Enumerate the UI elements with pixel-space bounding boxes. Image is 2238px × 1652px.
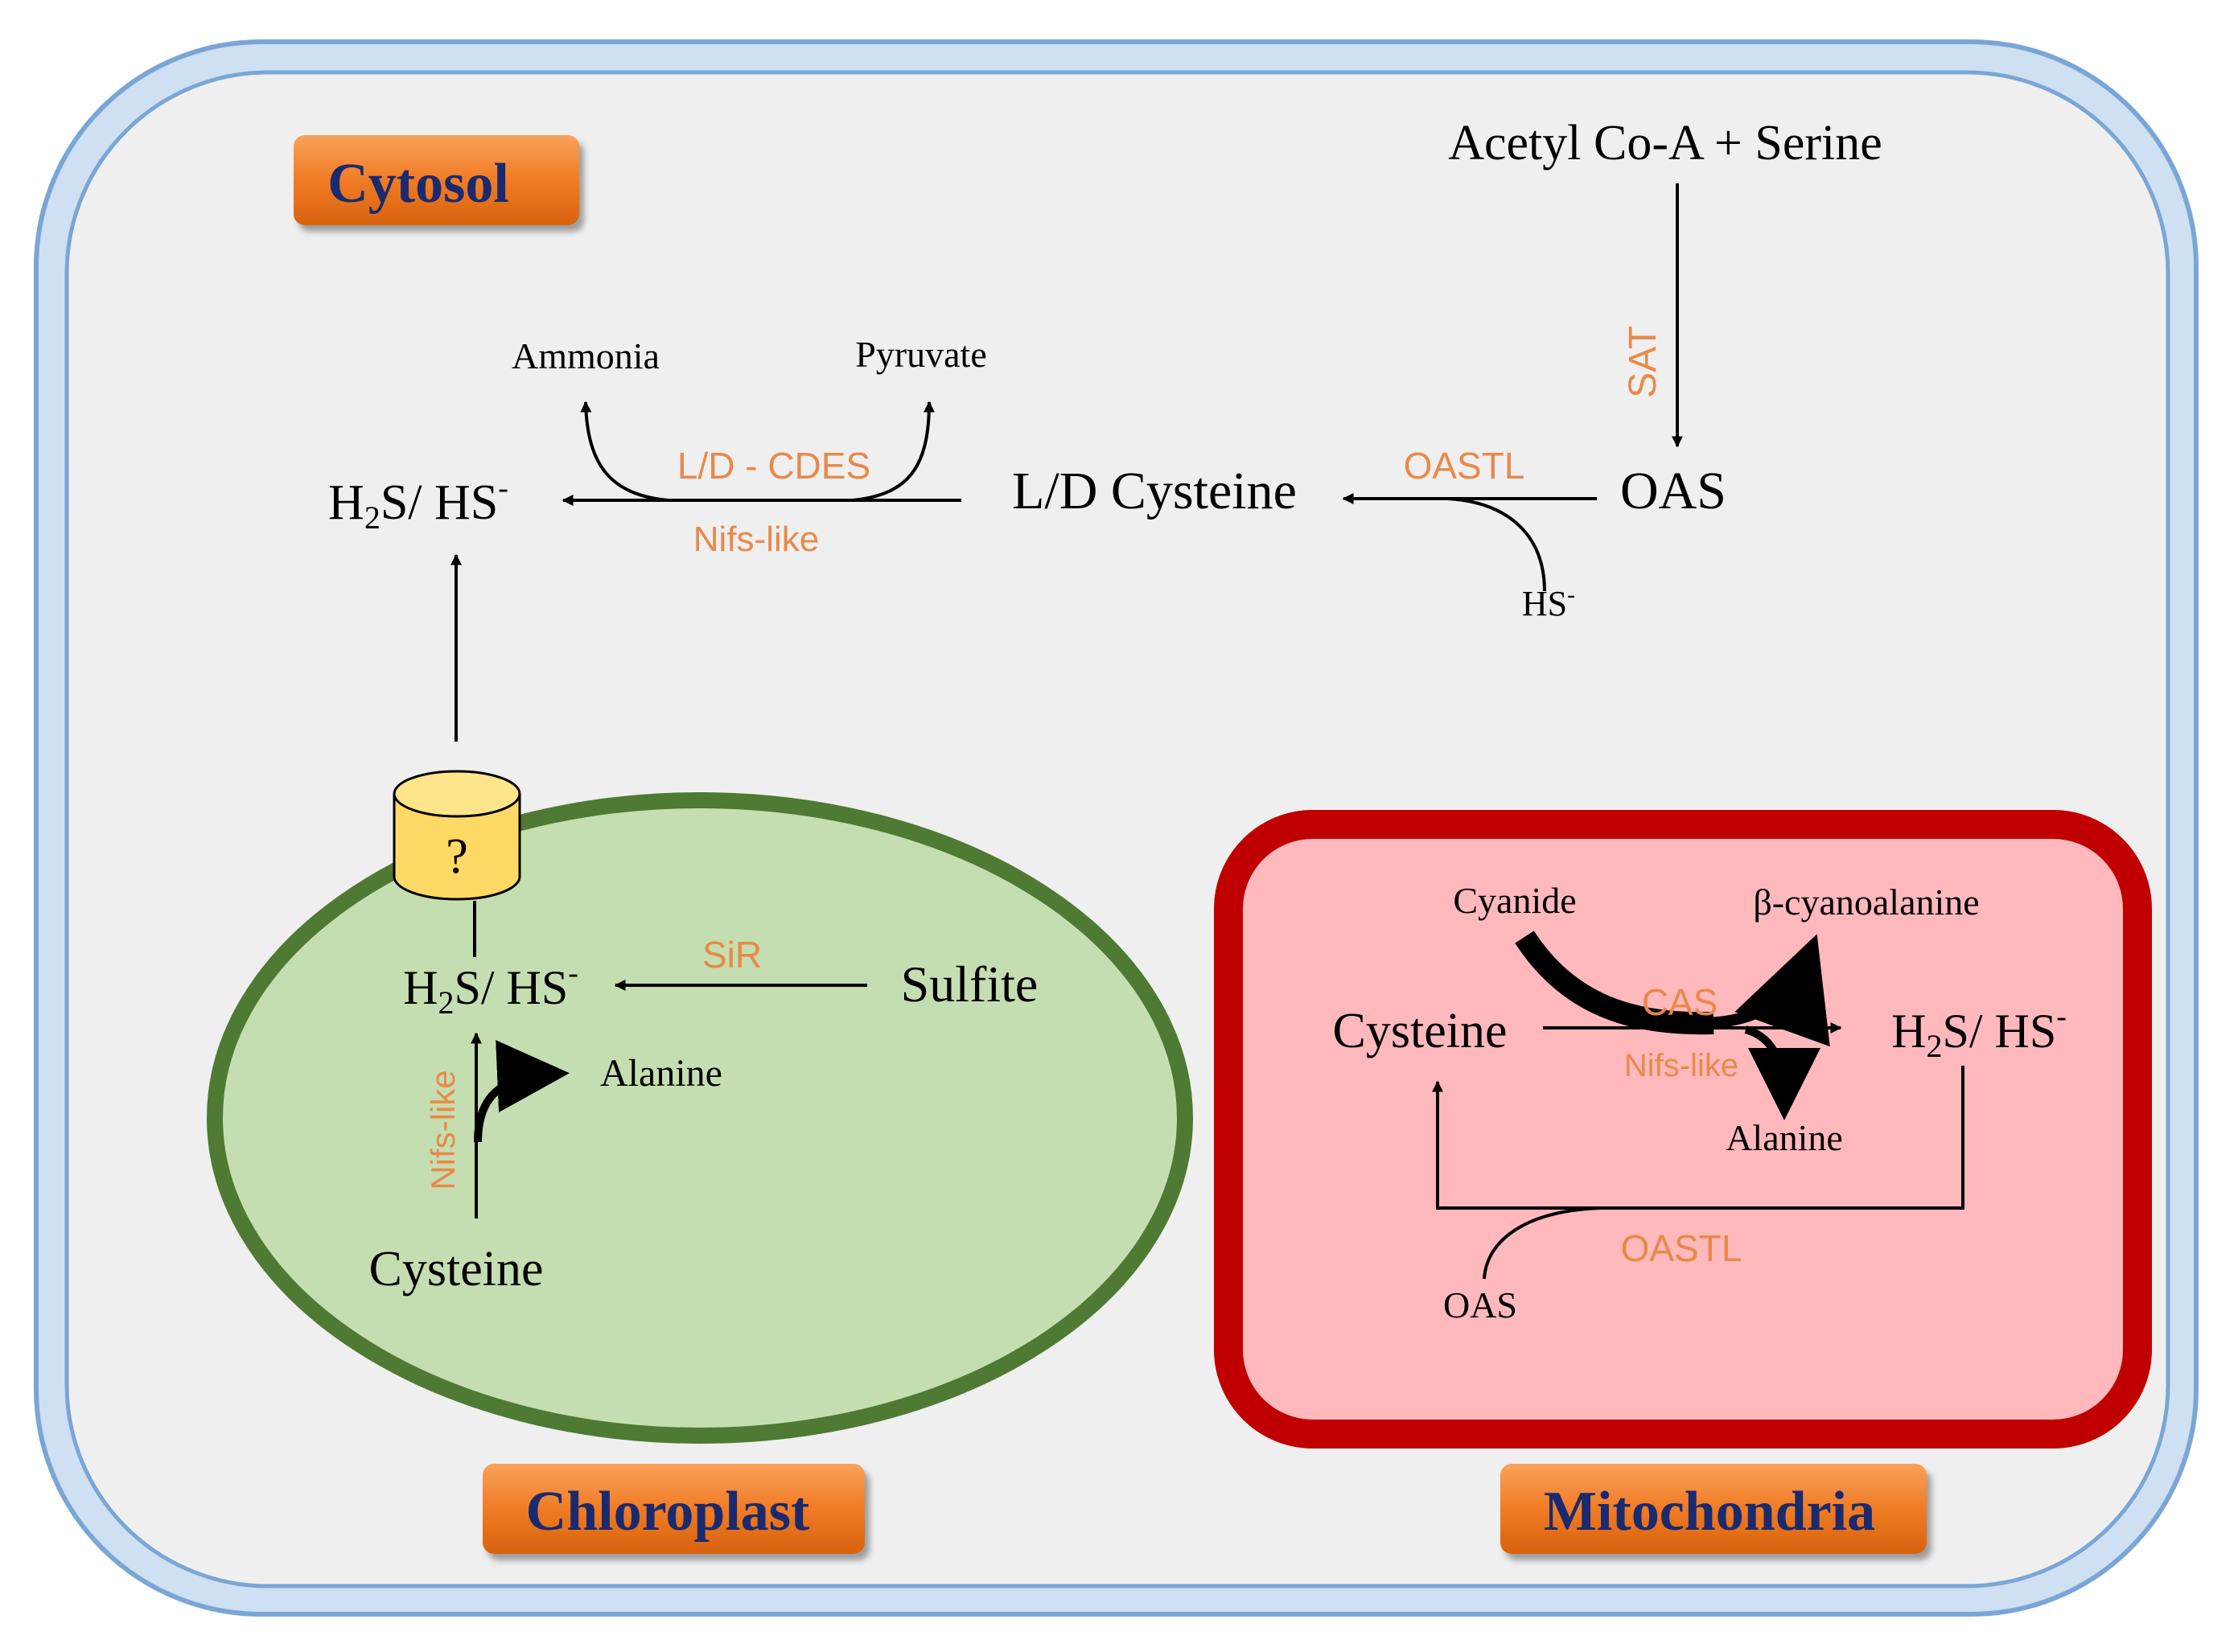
transporter-question-label: ? bbox=[446, 829, 468, 884]
cytosol-label-box bbox=[294, 135, 579, 225]
ammonia-label: Ammonia bbox=[512, 335, 660, 376]
chloroplast-label-box bbox=[483, 1464, 865, 1554]
mito-oas-label: OAS bbox=[1443, 1284, 1517, 1325]
pyruvate-label: Pyruvate bbox=[855, 334, 987, 375]
mitochondria bbox=[1214, 810, 2152, 1449]
chloroplast-h2s-label: H2S/ HS- bbox=[403, 956, 578, 1021]
chloroplast-alanine-label: Alanine bbox=[600, 1052, 722, 1095]
mito-h2s-label: H2S/ HS- bbox=[1891, 1000, 2067, 1064]
chloroplast bbox=[207, 792, 1193, 1444]
chloroplast-label: Chloroplast bbox=[526, 1481, 810, 1543]
ammonia-branch-arrow bbox=[580, 401, 669, 502]
sat-enzyme-label: SAT bbox=[1622, 326, 1664, 398]
cytosol-h2s-label: H2S/ HS- bbox=[328, 471, 508, 536]
mitochondria-label: Mitochondria bbox=[1544, 1481, 1875, 1543]
mito-oas-input-curve bbox=[1483, 1206, 1602, 1280]
cas-out-arrow bbox=[1705, 934, 1830, 1047]
cyanide-label: Cyanide bbox=[1453, 880, 1576, 921]
mito-oastl-loop bbox=[1432, 1066, 1964, 1210]
oas-label: OAS bbox=[1620, 462, 1726, 520]
oastl-enzyme-label: OASTL bbox=[1404, 445, 1525, 487]
ld-cysteine-label: L/D Cysteine bbox=[1012, 462, 1297, 520]
mito-alanine-arrow bbox=[1744, 1025, 1820, 1120]
sulfite-label: Sulfite bbox=[901, 955, 1039, 1013]
cytosol-label: Cytosol bbox=[327, 153, 509, 215]
pyruvate-branch-arrow bbox=[852, 401, 935, 502]
ld-cdes-enzyme-label: L/D - CDES bbox=[677, 445, 870, 487]
hs-input-curve bbox=[1447, 497, 1546, 592]
cyanide-in-arrow bbox=[1515, 931, 1714, 1035]
mito-nifs-like-label: Nifs-like bbox=[1624, 1048, 1738, 1083]
cas-enzyme-label: CAS bbox=[1642, 981, 1718, 1023]
cytosol-nifs-like-label: Nifs-like bbox=[693, 520, 819, 559]
sir-enzyme-label: SiR bbox=[702, 934, 762, 976]
mito-alanine-label: Alanine bbox=[1726, 1117, 1843, 1158]
chloroplast-cysteine-label: Cysteine bbox=[369, 1242, 544, 1297]
hs-input-label: HS- bbox=[1522, 581, 1575, 624]
transporter-cylinder bbox=[393, 770, 521, 901]
acetyl-coa-serine-label: Acetyl Co-A + Serine bbox=[1448, 116, 1882, 171]
mitochondria-label-box bbox=[1500, 1464, 1927, 1554]
b-cyanoalanine-label: β-cyanoalanine bbox=[1753, 881, 1979, 923]
chloroplast-alanine-arrow bbox=[474, 1040, 570, 1143]
mito-cysteine-label: Cysteine bbox=[1333, 1004, 1508, 1058]
mito-oastl-enzyme-label: OASTL bbox=[1621, 1227, 1742, 1269]
chloroplast-nifs-like-label: Nifs-like bbox=[424, 1070, 462, 1190]
